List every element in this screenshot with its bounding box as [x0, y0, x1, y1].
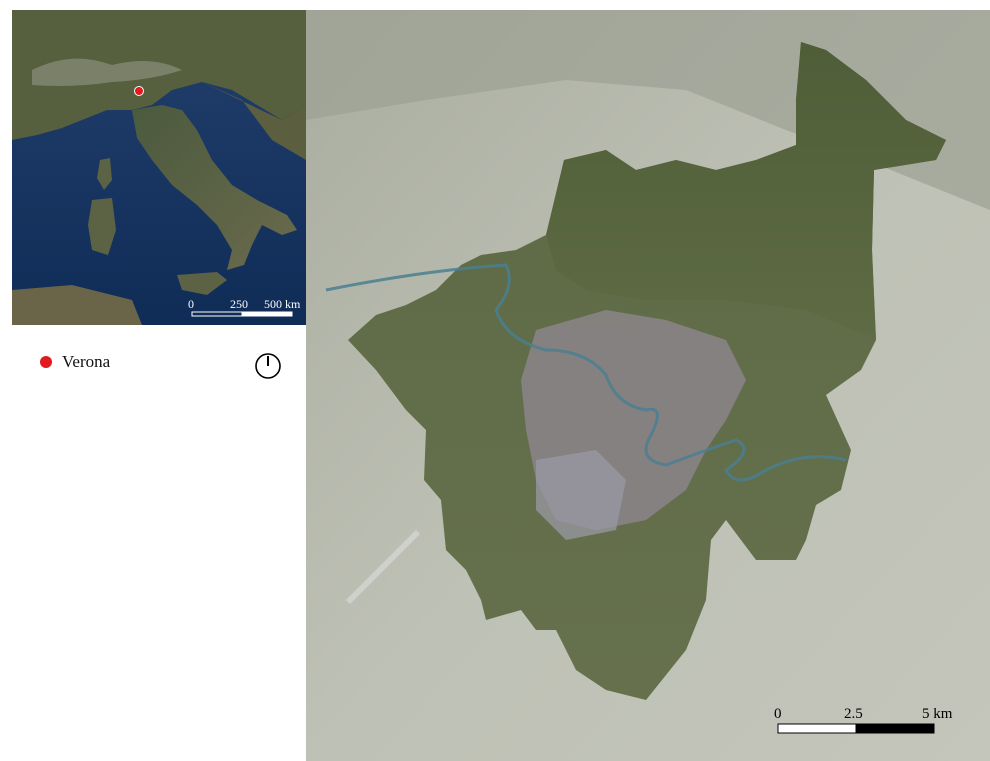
main-satellite-map: 0 2.5 5 km — [306, 10, 990, 761]
inset-africa — [12, 285, 142, 325]
main-scale-label-0: 0 — [774, 706, 782, 722]
map-legend: Verona — [40, 352, 110, 372]
main-map-svg: 0 2.5 5 km — [306, 10, 990, 761]
inset-alps — [32, 58, 182, 86]
inset-scale-label-250: 250 — [230, 297, 248, 311]
legend-city-marker-icon — [40, 356, 52, 368]
main-scale-label-2-5: 2.5 — [844, 706, 863, 722]
inset-scale-label-0: 0 — [188, 297, 194, 311]
inset-italy — [132, 105, 297, 270]
industrial-area — [536, 450, 626, 540]
inset-land-balkans — [202, 82, 306, 160]
main-scale-label-5: 5 km — [922, 706, 953, 722]
main-scale-segment-2 — [855, 723, 935, 734]
inset-scale-segment-2 — [241, 311, 293, 317]
inset-sardinia — [88, 198, 116, 255]
inset-overview-map: 0 250 500 km — [12, 10, 306, 325]
inset-scale-bar: 0 250 500 km — [188, 297, 301, 317]
inset-corsica — [97, 158, 112, 190]
inset-map-svg: 0 250 500 km — [12, 10, 306, 325]
airport-runway — [346, 530, 420, 604]
northern-hills — [546, 42, 946, 340]
main-scale-bar: 0 2.5 5 km — [774, 706, 953, 734]
location-dot-icon — [134, 86, 144, 96]
inset-sicily — [177, 272, 227, 295]
inset-scale-label-500: 500 km — [264, 297, 301, 311]
river-adige — [325, 263, 847, 482]
main-scale-segment-1 — [777, 723, 857, 734]
north-arrow-icon — [255, 353, 281, 379]
legend-city-label: Verona — [62, 352, 111, 371]
